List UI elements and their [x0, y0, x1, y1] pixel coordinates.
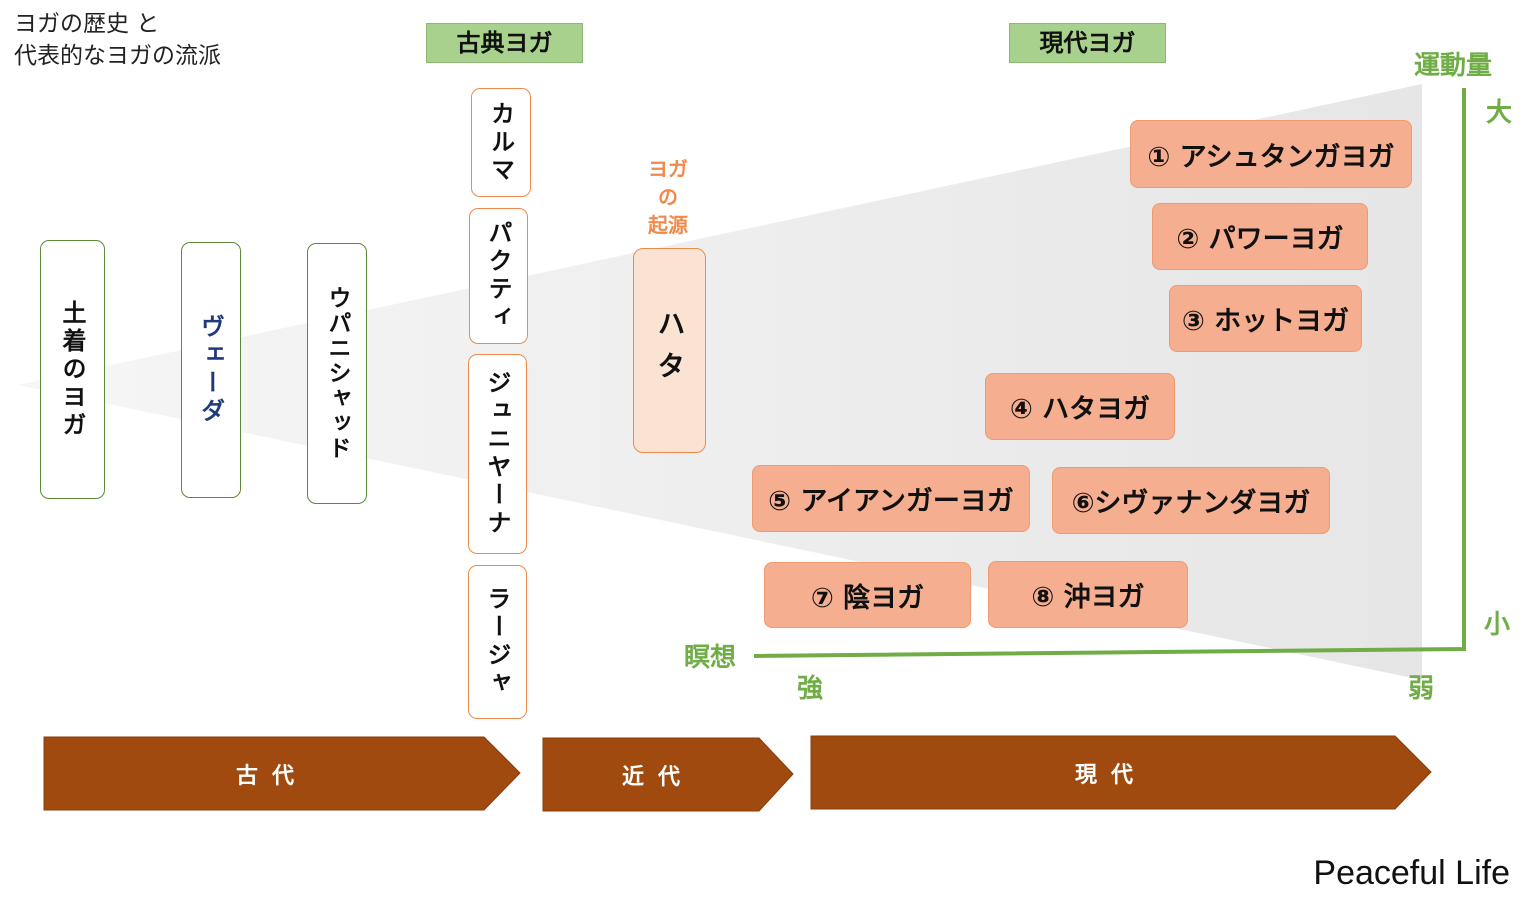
yoga-origin-label: ヨガ の 起源: [626, 155, 710, 239]
era-arrow-early-modern: 近代: [542, 737, 794, 812]
veda-label: ヴェーダ: [196, 314, 225, 426]
karma-box: カルマ: [471, 88, 531, 197]
era-label-ancient: 古代: [235, 763, 308, 789]
jnana-box: ジュニヤーナ: [468, 354, 527, 554]
modern-yoga-tag: 現代ヨガ: [1009, 23, 1166, 63]
footer-brand: Peaceful Life: [1313, 854, 1510, 892]
classical-yoga-tag: 古典ヨガ: [426, 23, 583, 63]
diagram-title: ヨガの歴史 と 代表的なヨガの流派: [14, 8, 221, 72]
origin-line-1: ヨガ: [648, 157, 688, 181]
upanishad-label: ウパニシャッド: [324, 286, 350, 461]
origin-line-3: 起源: [648, 213, 688, 237]
yoga-oki: ⑧ 沖ヨガ: [988, 561, 1188, 628]
bhakti-box: パクティ: [469, 208, 528, 344]
indigenous-yoga-label: 土着のヨガ: [58, 299, 86, 440]
axis-large-label: 大: [1486, 98, 1513, 128]
yoga-sivananda: ⑥シヴァナンダヨガ: [1052, 467, 1330, 534]
karma-label: カルマ: [486, 100, 515, 185]
era-arrow-ancient: 古代: [43, 736, 521, 811]
meditation-axis-label: 瞑想: [684, 643, 737, 673]
yoga-hatha: ④ ハタヨガ: [985, 373, 1175, 440]
hata-origin-box: ハタ: [633, 248, 706, 453]
title-line-1: ヨガの歴史 と: [14, 11, 160, 37]
raja-label: ラージャ: [483, 586, 511, 698]
era-label-modern: 現代: [1074, 762, 1147, 788]
movement-axis-label: 運動量: [1414, 51, 1493, 81]
axis-strong-label: 強: [797, 674, 824, 704]
era-arrow-modern: 現代: [810, 735, 1432, 810]
yoga-yin: ⑦ 陰ヨガ: [764, 562, 971, 628]
raja-box: ラージャ: [468, 565, 527, 719]
indigenous-yoga-box: 土着のヨガ: [40, 240, 105, 499]
yoga-hot: ③ ホットヨガ: [1169, 285, 1362, 352]
jnana-label: ジュニヤーナ: [483, 370, 511, 538]
origin-line-2: の: [658, 185, 678, 209]
era-label-early-modern: 近代: [621, 764, 694, 790]
upanishad-box: ウパニシャッド: [307, 243, 367, 504]
axis-small-label: 小: [1484, 610, 1511, 640]
veda-box: ヴェーダ: [181, 242, 241, 498]
bhakti-label: パクティ: [484, 220, 512, 332]
yoga-power: ② パワーヨガ: [1152, 203, 1368, 270]
axis-weak-label: 弱: [1408, 674, 1435, 704]
yoga-iyengar: ⑤ アイアンガーヨガ: [752, 465, 1030, 532]
hata-origin-label: ハタ: [653, 308, 687, 393]
title-line-2: 代表的なヨガの流派: [14, 43, 221, 69]
yoga-ashtanga: ① アシュタンガヨガ: [1130, 120, 1412, 188]
